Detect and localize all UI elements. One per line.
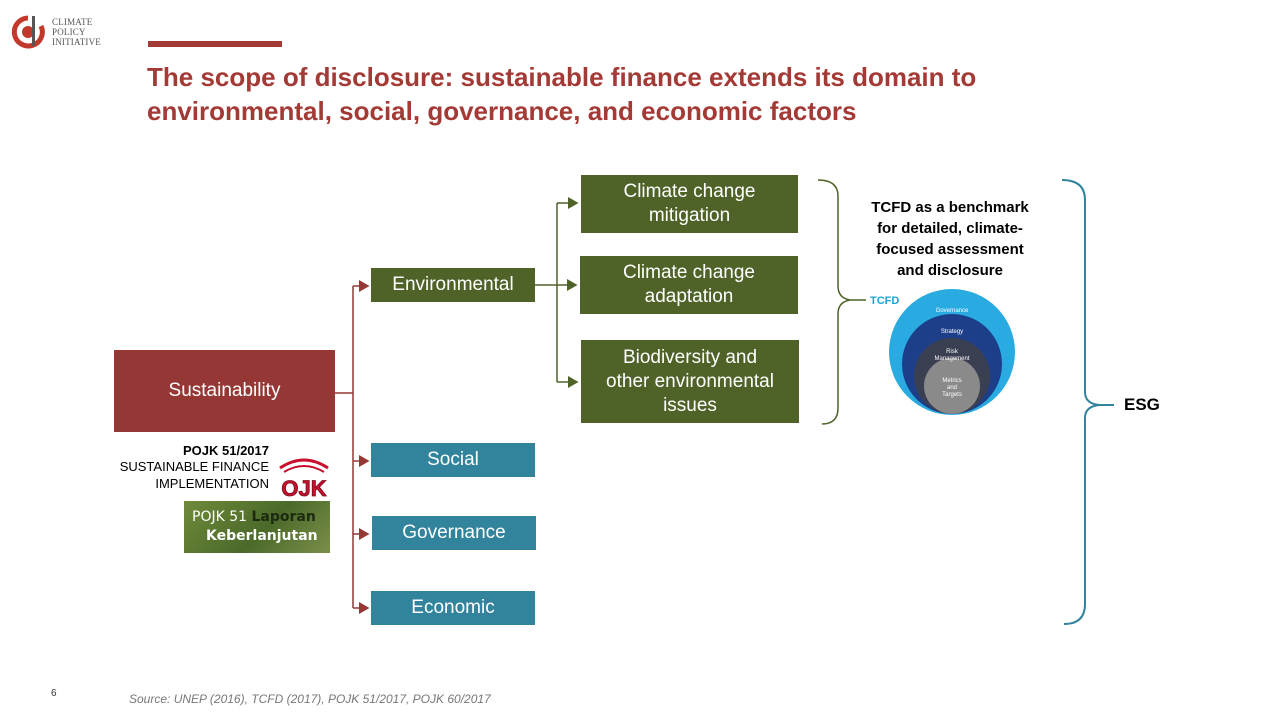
cpi-logo: CLIMATE POLICY INITIATIVE xyxy=(10,14,110,50)
sustainability-box: Sustainability xyxy=(114,350,335,432)
biodiversity-line-3: issues xyxy=(663,394,717,416)
mitigation-box: Climate change mitigation xyxy=(581,175,798,233)
biodiversity-line-2: other environmental xyxy=(606,370,774,392)
title-accent-bar xyxy=(148,41,282,47)
adaptation-box: Climate change adaptation xyxy=(580,256,798,314)
banner-keberlanjutan: Keberlanjutan xyxy=(206,528,318,544)
logo-line-2: POLICY xyxy=(52,27,86,37)
source-note: Source: UNEP (2016), TCFD (2017), POJK 5… xyxy=(129,692,491,706)
banner-laporan: Laporan xyxy=(251,509,316,525)
mitigation-line-1: Climate change xyxy=(623,181,756,202)
tcfd-note-line-4: and disclosure xyxy=(897,262,1003,279)
ring-strategy: Strategy xyxy=(941,329,963,335)
tcfd-bracket xyxy=(817,179,851,425)
esg-bracket xyxy=(1061,179,1101,625)
pojk-sub-1: SUSTAINABLE FINANCE xyxy=(119,459,269,474)
biodiversity-line-1: Biodiversity and xyxy=(622,346,758,368)
ojk-logo: OJK xyxy=(279,458,329,500)
esg-label: ESG xyxy=(1124,395,1160,414)
pojk-block: POJK 51/2017 SUSTAINABLE FINANCE IMPLEME… xyxy=(60,443,269,492)
slide-title: The scope of disclosure: sustainable fin… xyxy=(147,60,1147,128)
ring-and: and xyxy=(947,385,957,391)
logo-line-1: CLIMATE xyxy=(52,17,93,27)
title-line-2: environmental, social, governance, and e… xyxy=(147,96,857,126)
mitigation-line-2: mitigation xyxy=(648,205,731,226)
environmental-box: Environmental xyxy=(371,268,535,302)
title-line-1: The scope of disclosure: sustainable fin… xyxy=(147,62,977,92)
ring-management: Management xyxy=(934,356,969,362)
banner-pojk51: POJK 51 xyxy=(192,509,248,525)
tcfd-graphic-label: TCFD xyxy=(870,295,899,307)
ring-governance: Governance xyxy=(936,308,969,314)
adaptation-line-2: adaptation xyxy=(644,286,734,307)
tcfd-note-line-3: focused assessment xyxy=(876,241,1024,258)
tcfd-note-line-1: TCFD as a benchmark xyxy=(871,199,1029,216)
sustainability-connectors xyxy=(335,280,370,614)
social-box: Social xyxy=(371,443,535,477)
logo-line-3: INITIATIVE xyxy=(52,37,101,47)
governance-box: Governance xyxy=(372,516,536,550)
biodiversity-box: Biodiversity and other environmental iss… xyxy=(581,340,799,423)
page-number: 6 xyxy=(51,688,57,699)
ring-metrics: Metrics xyxy=(942,378,961,384)
tcfd-note-line-2: for detailed, climate- xyxy=(877,220,1023,237)
ring-risk: Risk xyxy=(946,349,959,355)
pojk-banner: POJK 51 Laporan Keberlanjutan xyxy=(184,501,330,553)
environmental-connectors xyxy=(535,197,579,388)
cpi-logo-mark-icon xyxy=(11,15,45,49)
pojk-sub-2: IMPLEMENTATION xyxy=(155,476,269,491)
tcfd-note: TCFD as a benchmark for detailed, climat… xyxy=(850,197,1050,281)
ring-targets: Targets xyxy=(942,392,962,398)
ojk-logo-text: OJK xyxy=(281,476,326,500)
tcfd-rings-graphic: TCFD Governance Strategy Risk Management… xyxy=(870,289,1015,415)
adaptation-line-1: Climate change xyxy=(622,262,756,283)
pojk-title: POJK 51/2017 xyxy=(182,443,269,458)
economic-box: Economic xyxy=(371,591,535,625)
